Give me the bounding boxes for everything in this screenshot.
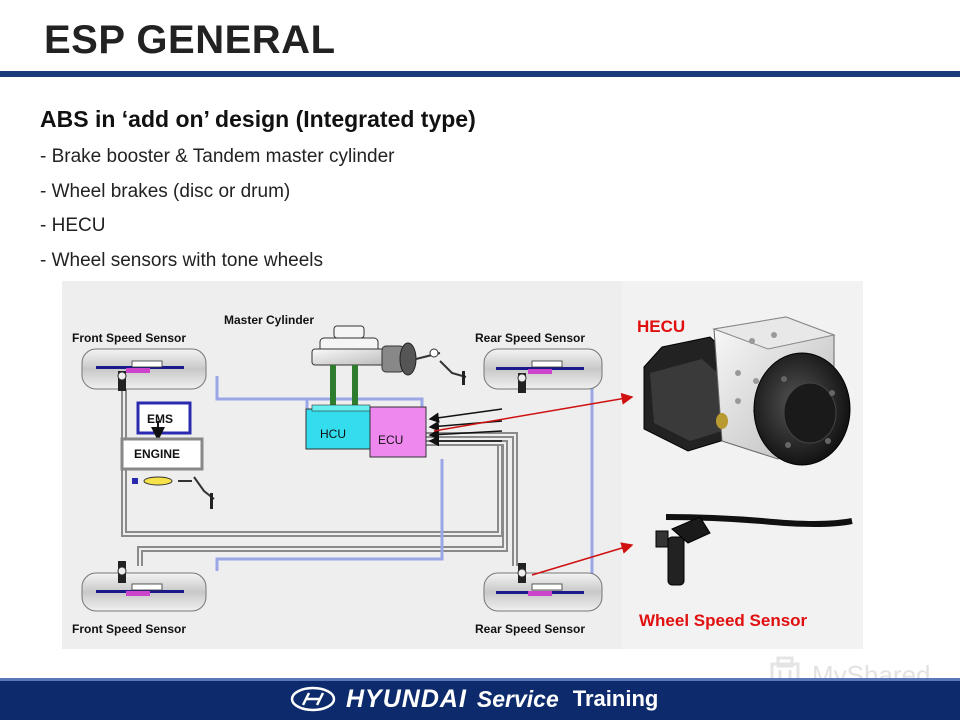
slide-subtitle: ABS in ‘add on’ design (Integrated type) bbox=[40, 106, 476, 132]
bullet-item: - Brake booster & Tandem master cylinder bbox=[40, 146, 395, 167]
bullet-item: - HECU bbox=[40, 215, 106, 236]
rear-speed-sensor-bottom-label: Rear Speed Sensor bbox=[475, 622, 585, 636]
wheel-speed-sensor-label: Wheel Speed Sensor bbox=[639, 611, 808, 630]
wheel-front-top bbox=[81, 348, 207, 391]
master-cylinder-label: Master Cylinder bbox=[224, 313, 314, 327]
wheel-rear-bottom bbox=[483, 563, 603, 612]
hecu-photo bbox=[643, 316, 851, 466]
front-speed-sensor-bottom-label: Front Speed Sensor bbox=[72, 622, 186, 636]
throttle-pedal bbox=[132, 476, 215, 509]
footer-stripe bbox=[0, 678, 960, 681]
ems-label: EMS bbox=[147, 412, 173, 426]
brand-name: HYUNDAI bbox=[346, 684, 467, 713]
wheel-rear-top bbox=[483, 348, 603, 393]
slide-title: ESP GENERAL bbox=[44, 18, 336, 62]
ecu-label: ECU bbox=[378, 433, 403, 447]
wheel-speed-sensor-photo bbox=[655, 514, 853, 586]
hecu-photo-label: HECU bbox=[637, 317, 685, 336]
bullet-item: - Wheel sensors with tone wheels bbox=[40, 249, 324, 271]
engine-label: ENGINE bbox=[134, 447, 180, 461]
bullet-item: - Wheel brakes (disc or drum) bbox=[40, 180, 291, 202]
hecu-schematic bbox=[305, 404, 427, 458]
rear-speed-sensor-top-label: Rear Speed Sensor bbox=[475, 331, 585, 345]
front-speed-sensor-top-label: Front Speed Sensor bbox=[72, 331, 186, 345]
brand-training: Training bbox=[572, 686, 659, 711]
master-cylinder bbox=[311, 325, 467, 411]
engine-box bbox=[120, 437, 204, 471]
footer-bar bbox=[0, 678, 960, 720]
brand-service: Service bbox=[476, 685, 559, 712]
arrow-to-hecu bbox=[433, 392, 634, 432]
abs-system-diagram: Front Speed Sensor Front Speed Sensor Re… bbox=[62, 281, 863, 649]
arrow-to-wheel-sensor bbox=[531, 542, 634, 576]
hcu-label: HCU bbox=[320, 427, 346, 441]
hyundai-logo-icon bbox=[290, 686, 336, 712]
title-rule bbox=[0, 71, 960, 77]
bullet-list: - Brake booster & Tandem master cylinder… bbox=[40, 144, 394, 282]
footer-brand: HYUNDAI Service Training bbox=[290, 683, 658, 715]
wheel-front-bottom bbox=[81, 561, 207, 612]
